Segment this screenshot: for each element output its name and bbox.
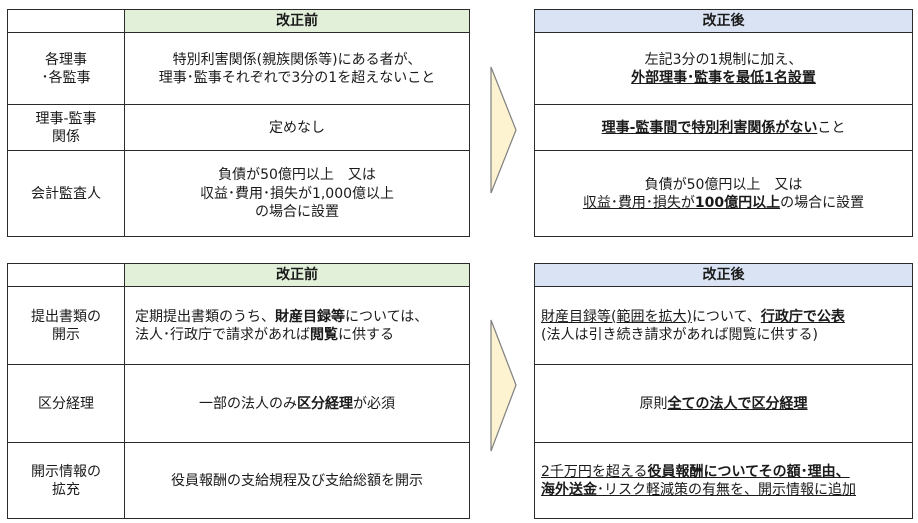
cell-line: 特別利害関係(親族関係等)にある者が、	[172, 51, 422, 68]
cell-text: 役員報酬の支給規程及び支給総額を開示	[171, 472, 423, 489]
cell-text: 原則	[639, 395, 668, 412]
chevron-arrow-shape	[490, 319, 517, 452]
cell-text: 収益･費用･損失が	[582, 194, 695, 211]
cell-text: 定期提出書類のうち、	[135, 308, 275, 325]
cell-text: について、	[691, 308, 761, 325]
cell-text: に供する	[338, 326, 394, 343]
bottom-after-header: 改正後	[534, 262, 913, 288]
cell-line: 理事･監事それぞれで3分の1を超えないこと	[158, 69, 436, 86]
row-label-auditor: 会計監査人	[7, 150, 125, 238]
bottom-after-table: 改正後 財産目録等(範囲を拡大)について、行政庁で公表 (法人は引き続き請求があ…	[534, 262, 913, 520]
row-label-line: 各理事	[45, 51, 87, 68]
bottom-before-row-accounting: 一部の法人のみ区分経理が必須	[124, 364, 470, 444]
bottom-before-row-expansion: 役員報酬の支給規程及び支給総額を開示	[124, 442, 470, 520]
cell-emphasis: 行政庁で公表	[760, 308, 845, 325]
cell-text: 2千万円を超える	[541, 463, 648, 480]
cell-emphasis: 海外送金	[541, 481, 597, 498]
cell-emphasis: 区分経理	[297, 395, 353, 412]
bottom-before-header: 改正前	[124, 262, 470, 288]
row-label-line: 開示	[52, 326, 80, 343]
cell-emphasis: 100億円以上	[694, 194, 781, 211]
cell-text: 財産目録等(範囲を拡大)	[541, 308, 692, 325]
row-label-line: 理事-監事	[35, 110, 97, 127]
top-after-row-auditor: 負債が50億円以上 又は 収益･費用･損失が100億円以上の場合に設置	[534, 150, 913, 238]
row-label-line: 提出書類の	[31, 308, 101, 325]
top-after-row-relation: 理事-監事間で特別利害関係がないこと	[534, 104, 913, 152]
cell-text: 法人･行政庁で請求があれば	[135, 326, 310, 343]
row-label-relation: 理事-監事 関係	[7, 104, 125, 152]
top-before-corner	[7, 8, 125, 34]
bottom-after-row-expansion: 2千万円を超える役員報酬についてその額･理由、 海外送金･リスク軽減策の有無を、…	[534, 442, 913, 520]
cell-text: については、	[345, 308, 429, 325]
cell-emphasis: 財産目録等	[275, 308, 345, 325]
cell-text: 一部の法人のみ	[199, 395, 297, 412]
cell-text: の場合に設置	[780, 194, 865, 211]
bottom-before-corner	[7, 262, 125, 288]
row-label-disclosure: 提出書類の 開示	[7, 286, 125, 366]
row-label-line: ･各監事	[41, 69, 91, 86]
cell-emphasis: 閲覧	[310, 326, 338, 343]
bottom-before-table: 改正前 提出書類の 開示 定期提出書類のうち、財産目録等については、 法人･行政…	[7, 262, 470, 520]
top-before-row-auditor: 負債が50億円以上 又は 収益･費用･損失が1,000億以上 の場合に設置	[124, 150, 470, 238]
cell-line: 左記3分の1規制に加え、	[644, 51, 803, 68]
top-after-table: 改正後 左記3分の1規制に加え、 外部理事･監事を最低1名設置 理事-監事間で特…	[534, 8, 913, 238]
row-label-expansion: 開示情報の 拡充	[7, 442, 125, 520]
cell-line: (法人は引き続き請求があれば閲覧に供する)	[541, 326, 818, 343]
row-label-line: 会計監査人	[31, 185, 101, 202]
top-after-row-board: 左記3分の1規制に加え、 外部理事･監事を最低1名設置	[534, 32, 913, 106]
bottom-after-row-accounting: 原則全ての法人で区分経理	[534, 364, 913, 444]
top-before-row-relation: 定めなし	[124, 104, 470, 152]
row-label-line: 開示情報の	[31, 463, 101, 480]
cell-line: 収益･費用･損失が1,000億以上	[199, 185, 395, 202]
row-label-line: 区分経理	[38, 395, 94, 412]
top-chevron-arrow-icon	[490, 66, 517, 194]
chevron-arrow-shape	[490, 66, 517, 194]
top-after-header: 改正後	[534, 8, 913, 34]
cell-line: 負債が50億円以上 又は	[218, 167, 376, 184]
bottom-chevron-arrow-icon	[490, 319, 517, 452]
cell-emphasis: 全ての法人で区分経理	[667, 395, 808, 412]
bottom-after-row-disclosure: 財産目録等(範囲を拡大)について、行政庁で公表 (法人は引き続き請求があれば閲覧…	[534, 286, 913, 366]
row-label-line: 関係	[52, 128, 80, 145]
top-before-table: 改正前 各理事 ･各監事 特別利害関係(親族関係等)にある者が、 理事･監事それ…	[7, 8, 470, 238]
cell-emphasis: 理事-監事間で特別利害関係がない	[601, 119, 818, 136]
row-label-board: 各理事 ･各監事	[7, 32, 125, 106]
cell-line: 定めなし	[269, 119, 325, 136]
row-label-line: 拡充	[52, 481, 80, 498]
cell-text: こと	[817, 119, 846, 136]
cell-line: 負債が50億円以上 又は	[644, 176, 803, 193]
cell-line: の場合に設置	[255, 204, 339, 221]
row-label-accounting: 区分経理	[7, 364, 125, 444]
cell-emphasis: 役員報酬についてその額･理由、	[647, 463, 850, 480]
bottom-before-row-disclosure: 定期提出書類のうち、財産目録等については、 法人･行政庁で請求があれば閲覧に供す…	[124, 286, 470, 366]
top-before-header: 改正前	[124, 8, 470, 34]
cell-text: が必須	[353, 395, 395, 412]
cell-emphasis: 外部理事･監事を最低1名設置	[631, 69, 816, 86]
cell-text: ･リスク軽減策の有無を、開示情報に追加	[597, 481, 856, 498]
top-before-row-board: 特別利害関係(親族関係等)にある者が、 理事･監事それぞれで3分の1を超えないこ…	[124, 32, 470, 106]
